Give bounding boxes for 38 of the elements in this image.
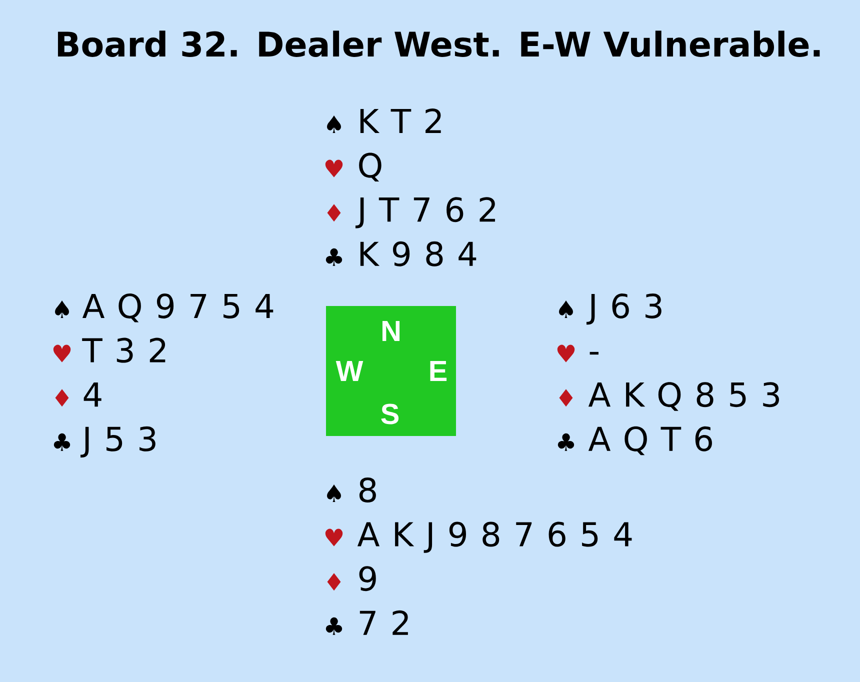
title: Board 32. Dealer West. E-W Vulnerable. <box>58 30 820 57</box>
card-list: 8 <box>359 478 376 502</box>
suit-symbol: ♣ <box>558 433 574 451</box>
card-list: A K Q 8 5 3 <box>588 382 779 411</box>
card-list: 4 <box>84 382 102 407</box>
suit-symbol: ♦ <box>327 204 341 222</box>
compass-letter: S <box>381 404 399 424</box>
card-list: Q <box>359 152 382 182</box>
suit-symbol: ♣ <box>326 248 342 266</box>
card-list: J 6 3 <box>586 294 662 325</box>
card-list: A Q T 6 <box>588 426 712 456</box>
card-list: 9 <box>359 566 376 592</box>
card-list: 7 2 <box>360 610 408 635</box>
card-list: T 3 2 <box>82 338 166 363</box>
card-list: K 9 8 4 <box>360 241 476 266</box>
suit-symbol: ♥ <box>557 344 575 362</box>
card-list: J 5 3 <box>80 426 156 458</box>
suit-symbol: ♦ <box>559 389 573 407</box>
card-list: J T 7 6 2 <box>356 197 496 228</box>
card-list: K T 2 <box>360 108 441 133</box>
card-list: - <box>590 352 598 355</box>
compass-letter: E <box>430 361 447 381</box>
compass-box <box>326 306 456 436</box>
suit-symbol: ♥ <box>325 160 343 178</box>
suit-symbol: ♥ <box>53 344 71 362</box>
suit-symbol: ♦ <box>327 573 341 591</box>
suit-symbol: ♥ <box>325 528 343 546</box>
suit-symbol: ♠ <box>327 116 341 133</box>
suit-symbol: ♣ <box>54 433 70 451</box>
compass-letter: W <box>336 361 364 381</box>
suit-symbol: ♦ <box>55 389 69 407</box>
suit-symbol: ♣ <box>326 617 342 635</box>
compass-letter: N <box>382 321 400 341</box>
card-list: A Q 9 7 5 4 <box>82 294 274 322</box>
suit-symbol: ♠ <box>327 484 341 502</box>
suit-symbol: ♠ <box>55 300 69 318</box>
card-list: A K J 9 8 7 6 5 4 <box>357 522 632 553</box>
suit-symbol: ♠ <box>559 300 573 318</box>
